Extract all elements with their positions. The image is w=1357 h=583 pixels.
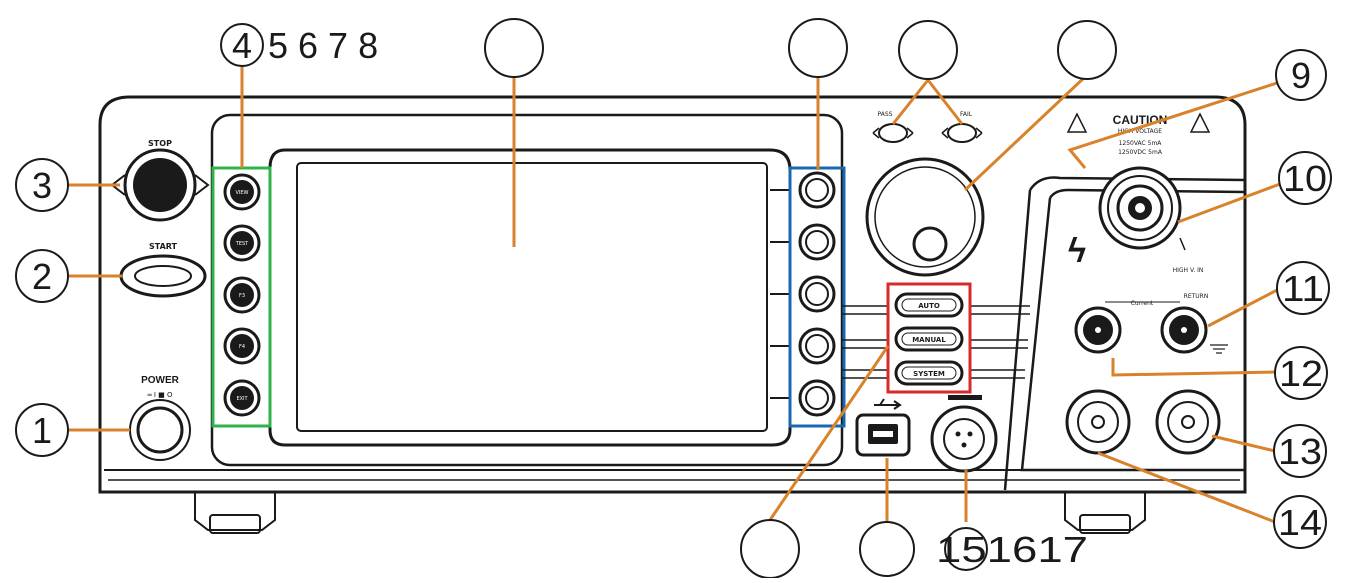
callout-10: 10 bbox=[1283, 158, 1327, 199]
stop-label: STOP bbox=[148, 139, 172, 148]
left-softkey-5-label: EXIT bbox=[236, 396, 248, 402]
left-softkey-2[interactable]: TEST bbox=[223, 224, 261, 262]
current-source-terminal[interactable] bbox=[1074, 306, 1122, 354]
function-key-f2[interactable] bbox=[798, 223, 836, 261]
callout-4: 4 bbox=[232, 25, 252, 66]
left-softkey-3[interactable]: F3 bbox=[223, 276, 261, 314]
function-key-f3[interactable] bbox=[798, 275, 836, 313]
return-label: RETURN bbox=[1184, 293, 1209, 300]
remote-terminal-connector[interactable] bbox=[930, 405, 998, 473]
output-panel-outline bbox=[1003, 176, 1246, 491]
function-key-f5[interactable] bbox=[798, 379, 836, 417]
callout-1: 1 bbox=[32, 410, 52, 451]
sense-h-terminal[interactable] bbox=[1065, 389, 1131, 455]
usb-host-port[interactable] bbox=[855, 413, 911, 457]
fail-indicator bbox=[941, 123, 983, 143]
pass-label: PASS bbox=[878, 111, 893, 118]
stop-button[interactable] bbox=[110, 148, 210, 222]
callout-15-17: 151617 bbox=[936, 529, 1088, 570]
start-label: START bbox=[149, 242, 178, 251]
power-switch[interactable] bbox=[129, 399, 191, 461]
caution-subtitle: HIGH VOLTAGE bbox=[1118, 128, 1162, 135]
mode-key-group-highlight bbox=[886, 282, 972, 394]
manual-key[interactable]: MANUAL bbox=[894, 326, 964, 352]
left-softkey-5[interactable]: EXIT bbox=[223, 379, 261, 417]
left-softkey-2-label: TEST bbox=[235, 241, 249, 247]
callout-3: 3 bbox=[32, 165, 52, 206]
caution-spec-1: 1250VAC 5mA bbox=[1119, 140, 1163, 147]
left-softkey-1-label: VIEW bbox=[236, 190, 249, 196]
start-button[interactable] bbox=[119, 254, 207, 298]
power-label: POWER bbox=[141, 375, 180, 386]
screen-key-ticks bbox=[770, 189, 790, 399]
instrument-feet bbox=[194, 492, 1146, 534]
left-softkey-1[interactable]: VIEW bbox=[223, 173, 261, 211]
callout-13: 13 bbox=[1278, 431, 1322, 472]
pass-indicator bbox=[872, 123, 914, 143]
function-key-f1[interactable] bbox=[798, 171, 836, 209]
left-softkey-4[interactable]: F4 bbox=[223, 327, 261, 365]
usb-icon bbox=[874, 398, 902, 410]
callout-circles bbox=[15, 18, 1332, 579]
auto-key-label: AUTO bbox=[918, 302, 940, 310]
callout-2: 2 bbox=[32, 256, 52, 297]
left-softkey-4-label: F4 bbox=[239, 344, 245, 350]
caution-spec-2: 1250VDC 5mA bbox=[1118, 149, 1163, 156]
power-states-label: ═ I ■ O bbox=[146, 391, 173, 399]
system-key[interactable]: SYSTEM bbox=[894, 360, 964, 386]
high-voltage-output-terminal[interactable] bbox=[1098, 166, 1182, 250]
current-label: Current bbox=[1131, 300, 1154, 307]
hv-in-label: HIGH V. IN bbox=[1173, 267, 1204, 274]
scroll-wheel[interactable] bbox=[865, 157, 985, 277]
hv-terminal-lead bbox=[1179, 237, 1186, 251]
callout-5-8: 5 6 7 8 bbox=[268, 25, 378, 66]
callout-leader-lines bbox=[68, 66, 1281, 524]
system-key-label: SYSTEM bbox=[913, 370, 945, 378]
left-softkey-3-label: F3 bbox=[239, 293, 245, 299]
callout-11: 11 bbox=[1282, 268, 1324, 309]
high-voltage-bolt-icon: ϟ bbox=[1068, 232, 1086, 270]
callout-9: 9 bbox=[1291, 55, 1311, 96]
callout-12: 12 bbox=[1279, 353, 1323, 394]
manual-key-label: MANUAL bbox=[912, 336, 946, 344]
callout-14: 14 bbox=[1278, 502, 1322, 543]
auto-key[interactable]: AUTO bbox=[894, 292, 964, 318]
function-key-f4[interactable] bbox=[798, 327, 836, 365]
display-bezel bbox=[210, 113, 844, 467]
ground-icon bbox=[1210, 344, 1228, 354]
caution-warning-icon bbox=[1066, 112, 1211, 133]
remote-terminal-label-mark bbox=[948, 395, 982, 400]
fail-label: FAIL bbox=[960, 111, 973, 118]
sense-l-terminal[interactable] bbox=[1155, 389, 1221, 455]
return-terminal[interactable] bbox=[1160, 306, 1208, 354]
